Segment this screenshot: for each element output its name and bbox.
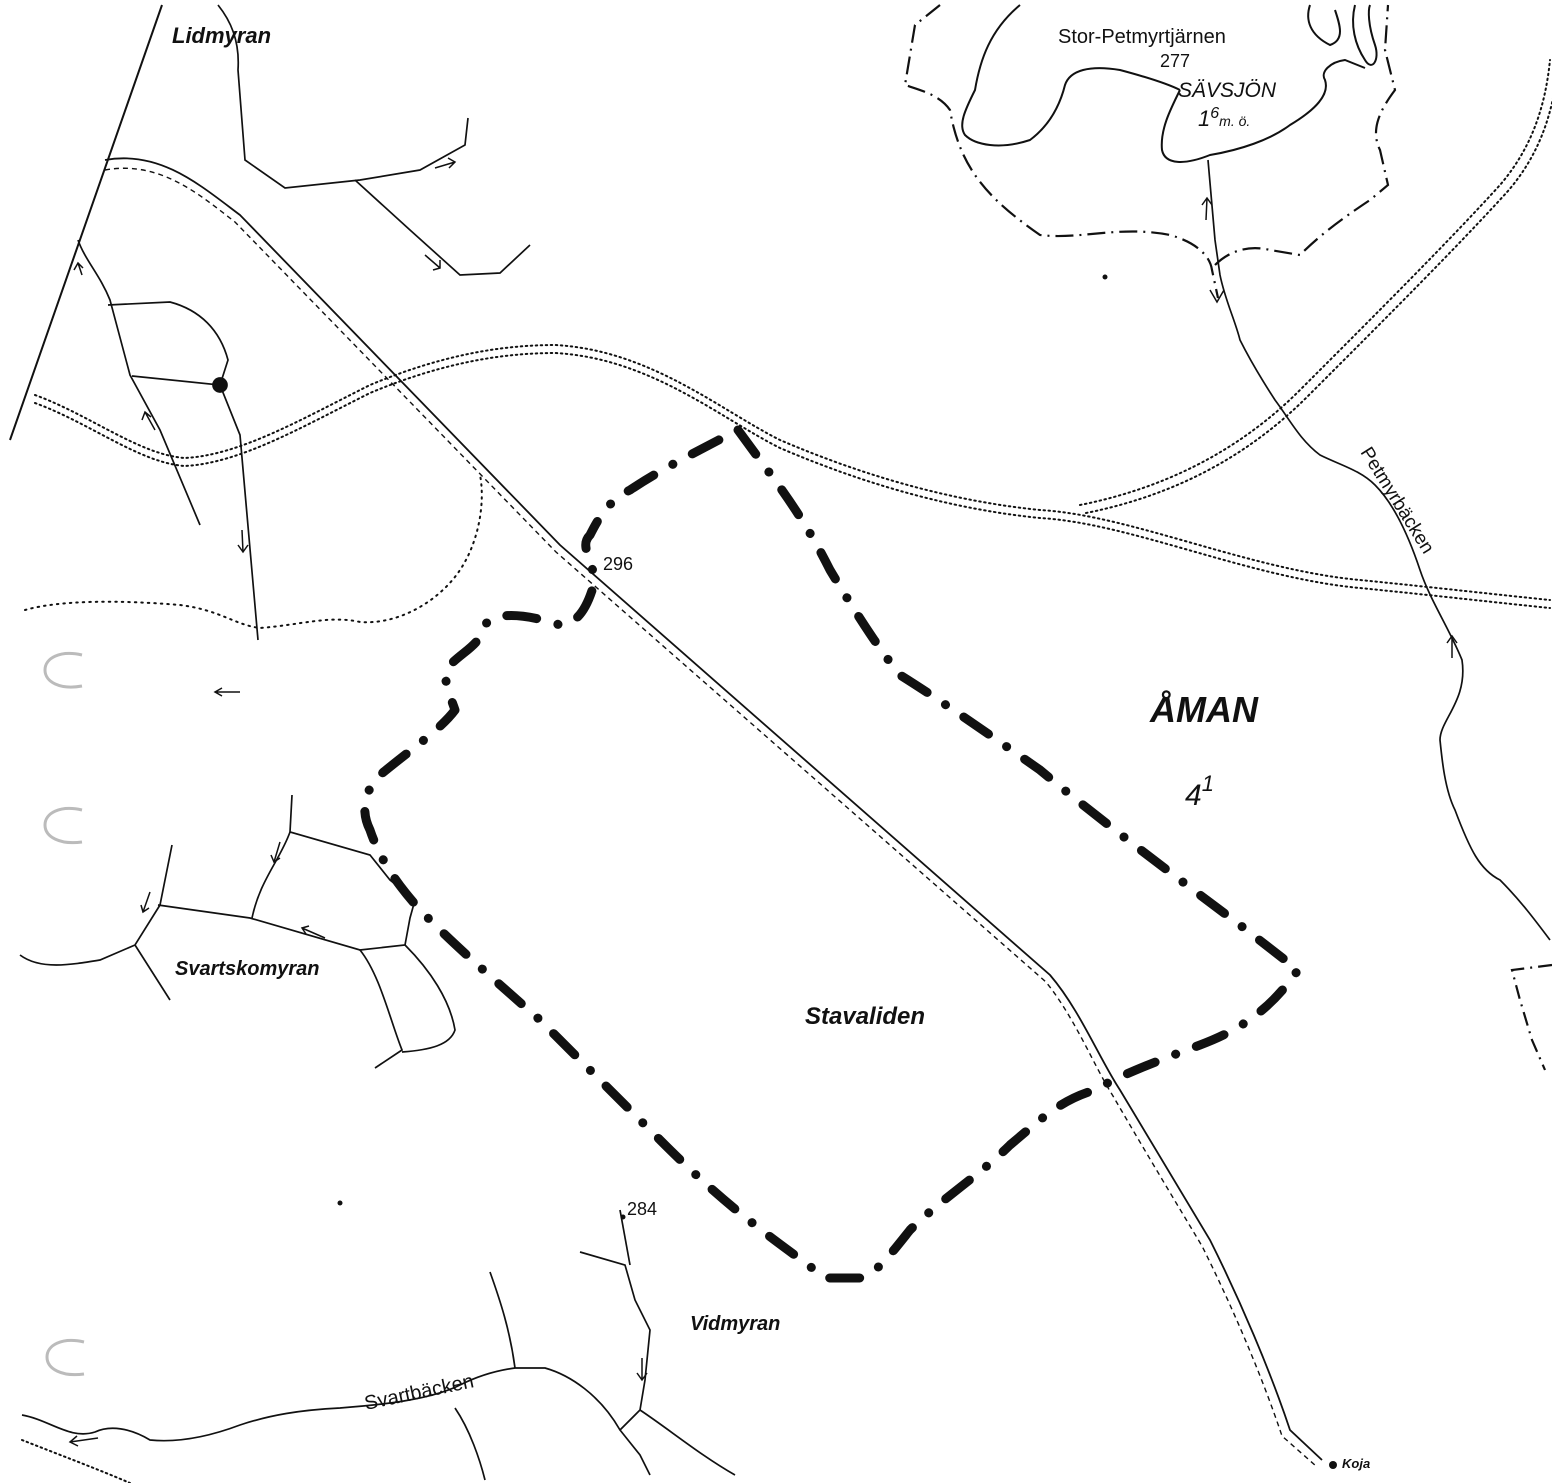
dotted-tracks	[21, 59, 1552, 1483]
stream-svartskomyran-f	[401, 944, 456, 1053]
point-dot-a	[1102, 274, 1108, 280]
binder-holes	[43, 652, 85, 1377]
stream-svartbacken-trib-b	[454, 1407, 486, 1481]
track-ne-a	[1079, 59, 1551, 506]
streams	[19, 4, 1551, 1481]
stream-loop-b	[107, 301, 229, 386]
koja-dot	[1329, 1461, 1337, 1469]
label-savsjon-depth: 16m. ö.	[1198, 105, 1250, 131]
label-vidmyran: Vidmyran	[690, 1313, 780, 1335]
stream-svartskomyran-d	[251, 831, 291, 919]
binder-hole-middle	[43, 807, 83, 845]
point-markers	[337, 274, 1337, 1469]
arrow-8	[140, 891, 151, 914]
reserve-boundary	[360, 425, 1303, 1283]
label-petmyrbacken: Petmyrbäcken	[1356, 444, 1438, 558]
savsjon-depth-sup: 6	[1210, 105, 1219, 122]
stream-vidmyran-a	[579, 1251, 651, 1476]
stream-loop	[77, 239, 201, 526]
dotted-boundary-left	[24, 474, 483, 630]
border-line-left	[9, 4, 163, 441]
label-savsjon: SÄVSJÖN	[1178, 79, 1277, 102]
arrow-4	[141, 410, 156, 431]
binder-hole-bottom	[45, 1339, 85, 1377]
road-dashed	[104, 167, 1317, 1467]
stream-vidmyran-c	[639, 1409, 736, 1476]
elevation-284-dot	[620, 1214, 626, 1220]
lake-stor-petmyrtjarnen	[961, 4, 1181, 147]
stream-svartskomyran-c	[157, 794, 416, 951]
arrow-12	[636, 1358, 648, 1382]
label-aman: ÅMAN	[1149, 689, 1259, 730]
track-bottom-left	[21, 1439, 131, 1483]
stream-svartbacken	[21, 1367, 621, 1442]
savsjon-depth-num: 1	[1198, 106, 1210, 131]
label-svartskomyran: Svartskomyran	[175, 958, 320, 980]
arrow-3	[73, 261, 84, 276]
binder-hole-top	[43, 652, 83, 689]
aman-number: 4	[1185, 779, 1202, 812]
stream-petmyrbacken	[1207, 159, 1551, 941]
arrow-7	[270, 841, 281, 864]
arrow-9	[300, 925, 326, 939]
label-stor-petmyrtjarnen: Stor-Petmyrtjärnen	[1058, 26, 1226, 48]
lake-savsjon	[1160, 58, 1366, 163]
label-svartbacken: Svartbäcken	[362, 1370, 475, 1415]
flow-arrows	[68, 157, 1458, 1447]
stream-svartskomyran-e	[359, 949, 404, 1069]
stream-svartskomyran-a	[19, 844, 173, 966]
lakes	[961, 4, 1378, 163]
road-solid	[104, 157, 1323, 1461]
arrow-1	[434, 157, 457, 169]
dashdot-boundary-right	[1510, 963, 1552, 1071]
label-lidmyran: Lidmyran	[172, 23, 271, 48]
track-main-b	[34, 351, 1551, 609]
label-elevation-277: 277	[1160, 51, 1190, 71]
junction-dot	[212, 377, 228, 393]
lake-outlet-arrowhead	[1209, 289, 1225, 304]
road	[104, 157, 1323, 1467]
stream-svartbacken-trib-a	[489, 1271, 516, 1369]
track-ne-b	[1085, 98, 1552, 514]
track-main-a	[34, 343, 1551, 601]
stream-lidmyran-a	[217, 4, 469, 189]
arrow-6	[213, 687, 240, 697]
point-dot-b	[337, 1200, 343, 1206]
stream-vidmyran-b	[619, 1209, 631, 1266]
arrow-2	[424, 254, 441, 271]
label-elevation-296: 296	[603, 554, 633, 574]
arrow-10	[1201, 196, 1213, 221]
arrow-13	[68, 1435, 99, 1447]
arrow-11	[1446, 634, 1458, 658]
lake-inlet-1	[1307, 4, 1341, 47]
label-aman-number: 41	[1185, 771, 1214, 812]
label-elevation-284: 284	[627, 1199, 657, 1219]
label-stavaliden: Stavaliden	[805, 1003, 925, 1030]
label-koja: Koja	[1342, 1456, 1370, 1471]
stream-loop-c	[131, 375, 259, 641]
savsjon-depth-unit: m. ö.	[1219, 113, 1250, 129]
stream-svartskomyran-b	[134, 944, 171, 1001]
aman-number-sup: 1	[1202, 771, 1214, 796]
dashdot-boundary-lake	[903, 4, 1397, 299]
arrow-5	[237, 529, 249, 554]
lake-inlet-2	[1352, 4, 1378, 66]
stream-lidmyran-b	[354, 179, 531, 276]
